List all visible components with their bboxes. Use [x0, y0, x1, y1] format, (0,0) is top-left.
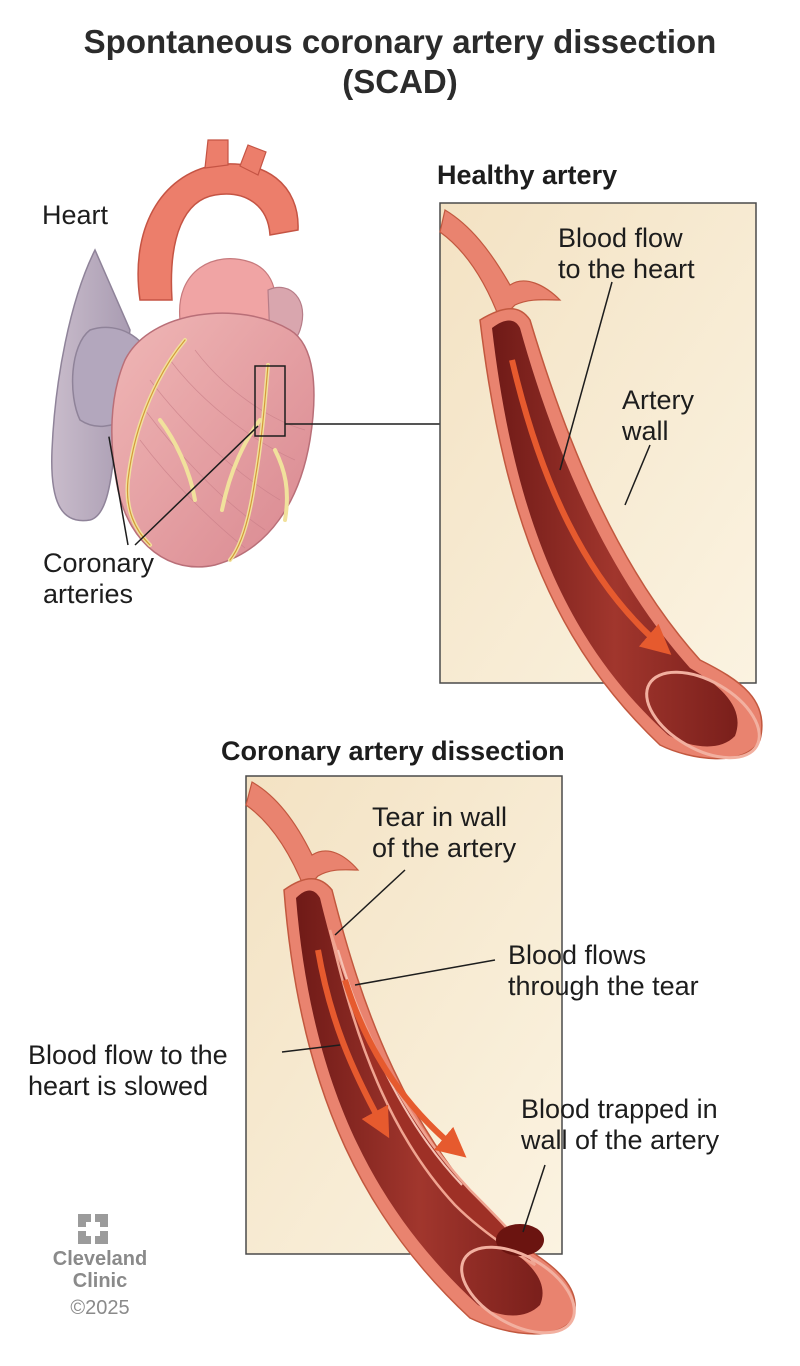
- blood-trapped-line-2: wall of the artery: [521, 1125, 720, 1155]
- title-line-2: (SCAD): [342, 63, 458, 100]
- coronary-label-line-2: arteries: [43, 579, 134, 609]
- brand-logo: Cleveland Clinic ©2025: [40, 1212, 160, 1322]
- heart-illustration: [51, 139, 315, 568]
- coronary-label-line-1: Coronary: [43, 548, 155, 578]
- tear-line-2: of the artery: [372, 833, 517, 863]
- blood-flow-line-2: to the heart: [558, 254, 695, 284]
- artery-wall-label: Artery wall: [622, 385, 694, 447]
- brand-name-line-2: Clinic: [72, 1270, 128, 1292]
- healthy-artery-heading: Healthy artery: [437, 160, 618, 190]
- healthy-artery-panel: [439, 202, 763, 760]
- heart-label: Heart: [42, 200, 109, 230]
- cleveland-clinic-logo-icon: [78, 1214, 108, 1244]
- title-line-1: Spontaneous coronary artery dissection: [83, 23, 717, 60]
- blood-flows-line-2: through the tear: [508, 971, 699, 1001]
- blood-flows-line-1: Blood flows: [508, 940, 647, 970]
- dissection-heading: Coronary artery dissection: [221, 736, 565, 766]
- artery-wall-line-2: wall: [622, 416, 669, 446]
- blood-flow-label: Blood flow to the heart: [558, 223, 695, 285]
- coronary-leader-left: [108, 436, 129, 546]
- copyright: ©2025: [70, 1297, 130, 1319]
- flow-slowed-line-1: Blood flow to the: [28, 1040, 228, 1070]
- blood-trapped-label: Blood trapped in wall of the artery: [521, 1094, 719, 1156]
- artery-wall-line-1: Artery: [622, 385, 695, 415]
- flow-slowed-line-2: heart is slowed: [28, 1071, 209, 1101]
- brand-name-line-1: Cleveland: [52, 1248, 148, 1270]
- page-title: Spontaneous coronary artery dissection (…: [0, 22, 800, 102]
- dissection-panel: [245, 775, 576, 1335]
- coronary-arteries-label: Coronary arteries: [43, 548, 154, 610]
- flow-slowed-label: Blood flow to the heart is slowed: [28, 1040, 228, 1102]
- tear-label: Tear in wall of the artery: [372, 802, 516, 864]
- blood-trapped-line-1: Blood trapped in: [521, 1094, 718, 1124]
- zoom-box: [254, 365, 286, 437]
- tear-line-1: Tear in wall: [372, 802, 508, 832]
- coronary-leader-right: [134, 425, 259, 546]
- blood-flow-line-1: Blood flow: [558, 223, 683, 253]
- blood-flows-label: Blood flows through the tear: [508, 940, 699, 1002]
